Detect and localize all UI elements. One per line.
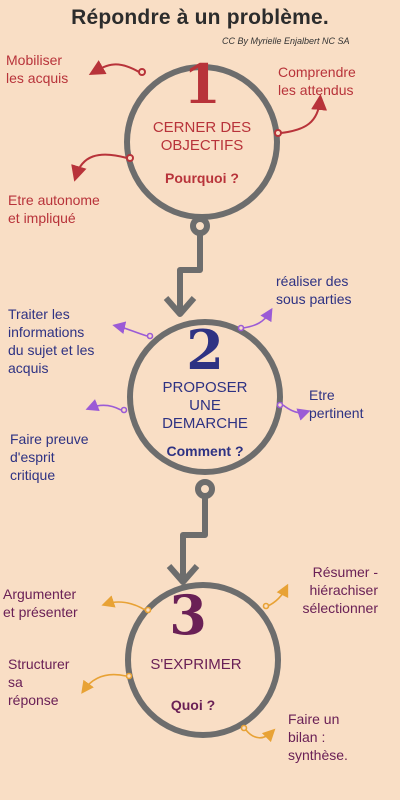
note-line: sa: [8, 674, 23, 690]
note-structurer: Structurer sa réponse: [8, 655, 69, 709]
note-traiter: Traiter les informations du sujet et les…: [8, 305, 94, 377]
note-line: du sujet et les: [8, 342, 95, 358]
note-line: et impliqué: [8, 210, 76, 226]
note-line: les attendus: [278, 82, 354, 98]
note-line: Faire un: [288, 711, 340, 727]
step-3-circle: [125, 582, 281, 738]
note-line: sélectionner: [302, 600, 379, 616]
step-2-title-line: DEMARCHE: [162, 415, 248, 432]
note-resumer: Résumer - hiérachiser sélectionner: [277, 563, 379, 617]
step-1-question: Pourquoi ?: [165, 170, 239, 186]
note-line: Structurer: [8, 656, 70, 672]
step-2-title-line: PROPOSER: [162, 379, 248, 396]
note-line: bilan :: [288, 729, 326, 745]
step-3-number: 3: [169, 583, 207, 647]
step-2-arrows: [85, 307, 311, 421]
note-line: d'esprit: [10, 449, 55, 465]
note-line: et présenter: [3, 604, 78, 620]
note-sous-parties: réaliser des sous parties: [276, 272, 351, 308]
note-line: hiérachiser: [309, 582, 378, 598]
note-line: réaliser des: [276, 273, 349, 289]
note-autonome: Etre autonome et impliqué: [8, 191, 100, 227]
step-2-number: 2: [186, 318, 224, 382]
page-title: Répondre à un problème.: [71, 6, 329, 29]
step-3-title-line: S'EXPRIMER: [150, 656, 242, 673]
note-bilan: Faire un bilan : synthèse.: [288, 710, 348, 764]
credit-line: CC By Myrielle Enjalbert NC SA: [222, 36, 350, 46]
note-line: sous parties: [276, 291, 352, 307]
note-line: Résumer -: [312, 564, 378, 580]
step-3-arrows: [81, 583, 289, 743]
note-line: Mobiliser: [6, 52, 63, 68]
note-argumenter: Argumenter et présenter: [3, 585, 78, 621]
note-line: critique: [10, 467, 56, 483]
note-line: les acquis: [6, 70, 69, 86]
step-2-title-line: UNE: [189, 397, 221, 414]
note-line: réponse: [8, 692, 59, 708]
note-mobiliser: Mobiliser les acquis: [6, 51, 68, 87]
step-1-number: 1: [183, 52, 221, 116]
step-2-circle: [127, 319, 283, 475]
note-esprit-critique: Faire preuve d'esprit critique: [10, 430, 89, 484]
connector-1-2: [163, 216, 210, 317]
step-2-title: PROPOSER UNE DEMARCHE: [130, 379, 280, 433]
step-1-arrows: [71, 60, 328, 182]
step-2-question: Comment ?: [166, 443, 244, 459]
step-1-title: CERNER DES OBJECTIFS: [127, 119, 277, 155]
connector-2-3: [166, 479, 215, 585]
step-3-question: Quoi ?: [170, 697, 216, 713]
note-line: synthèse.: [288, 747, 348, 763]
step-1-title-line: CERNER DES: [152, 119, 252, 136]
note-line: informations: [8, 324, 85, 340]
note-line: Argumenter: [3, 586, 77, 602]
note-line: Faire preuve: [10, 431, 89, 447]
note-line: acquis: [8, 360, 49, 376]
note-line: Etre: [309, 387, 335, 403]
note-line: Etre autonome: [8, 192, 100, 208]
step-1-title-line: OBJECTIFS: [160, 137, 244, 154]
note-pertinent: Etre pertinent: [309, 386, 363, 422]
note-line: Traiter les: [8, 306, 70, 322]
note-comprendre: Comprendre les attendus: [278, 63, 356, 99]
note-line: pertinent: [309, 405, 364, 421]
note-line: Comprendre: [278, 64, 356, 80]
step-3-title: S'EXPRIMER: [121, 656, 271, 674]
